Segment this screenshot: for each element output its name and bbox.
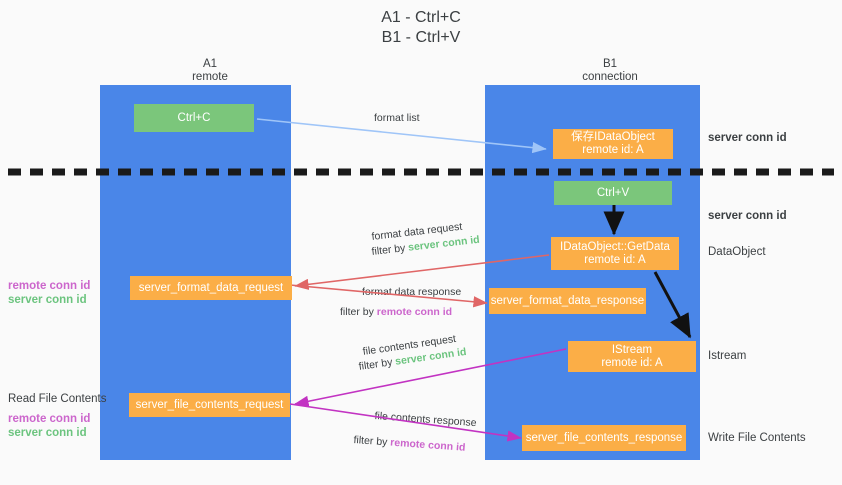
right-label-istream: Istream: [708, 350, 747, 362]
column-header-a1-sub: remote: [192, 71, 228, 83]
edge-label-file-contents-response: file contents response: [374, 410, 477, 430]
edge-label-format-data-response: format data response: [362, 286, 462, 298]
right-label-dataobject: DataObject: [708, 246, 766, 258]
right-label-server-conn-id-2: server conn id: [708, 210, 787, 222]
node-idataobject-getdata[interactable]: IDataObject::GetData remote id: A: [551, 237, 679, 270]
column-header-b1-text: B1: [602, 58, 618, 70]
filter-prefix: filter by: [353, 434, 391, 449]
node-server-file-contents-response[interactable]: server_file_contents_response: [522, 425, 686, 451]
edge-label-file-contents-response-filter: filter by remote conn id: [353, 434, 466, 455]
left-label-conn-ids-1: remote conn id server conn id: [8, 279, 90, 307]
left-label-server-conn-id-2: server conn id: [8, 427, 87, 439]
left-label-read-file-contents: Read File Contents: [8, 393, 107, 405]
node-ctrl-v[interactable]: Ctrl+V: [554, 181, 672, 205]
node-server-file-contents-request[interactable]: server_file_contents_request: [129, 393, 290, 417]
right-label-write-file-contents: Write File Contents: [708, 432, 806, 444]
left-label-server-conn-id-1: server conn id: [8, 294, 87, 306]
filter-key-remote-conn-id: remote conn id: [389, 436, 466, 454]
node-idataobject-store[interactable]: 保存IDataObject remote id: A: [553, 129, 673, 159]
edge-label-format-list: format list: [374, 112, 420, 124]
left-label-remote-conn-id-2: remote conn id: [8, 413, 91, 425]
left-label-remote-conn-id-1: remote conn id: [8, 280, 91, 292]
left-label-conn-ids-2: remote conn id server conn id: [8, 412, 90, 440]
edge-label-format-data-response-filter: filter by remote conn id: [340, 306, 452, 319]
node-ctrl-c[interactable]: Ctrl+C: [134, 104, 254, 132]
filter-prefix: filter by: [371, 241, 409, 258]
node-server-format-data-response[interactable]: server_format_data_response: [489, 288, 646, 314]
filter-key-remote-conn-id: remote conn id: [376, 306, 453, 318]
page-title: A1 - Ctrl+C B1 - Ctrl+V: [381, 9, 461, 46]
right-label-server-conn-id-1: server conn id: [708, 132, 787, 144]
node-server-format-data-request[interactable]: server_format_data_request: [130, 276, 292, 300]
column-header-b1-sub: connection: [582, 71, 638, 83]
column-header-a1-text: A1: [202, 58, 218, 70]
filter-prefix: filter by: [340, 306, 377, 318]
node-istream[interactable]: IStream remote id: A: [568, 341, 696, 372]
